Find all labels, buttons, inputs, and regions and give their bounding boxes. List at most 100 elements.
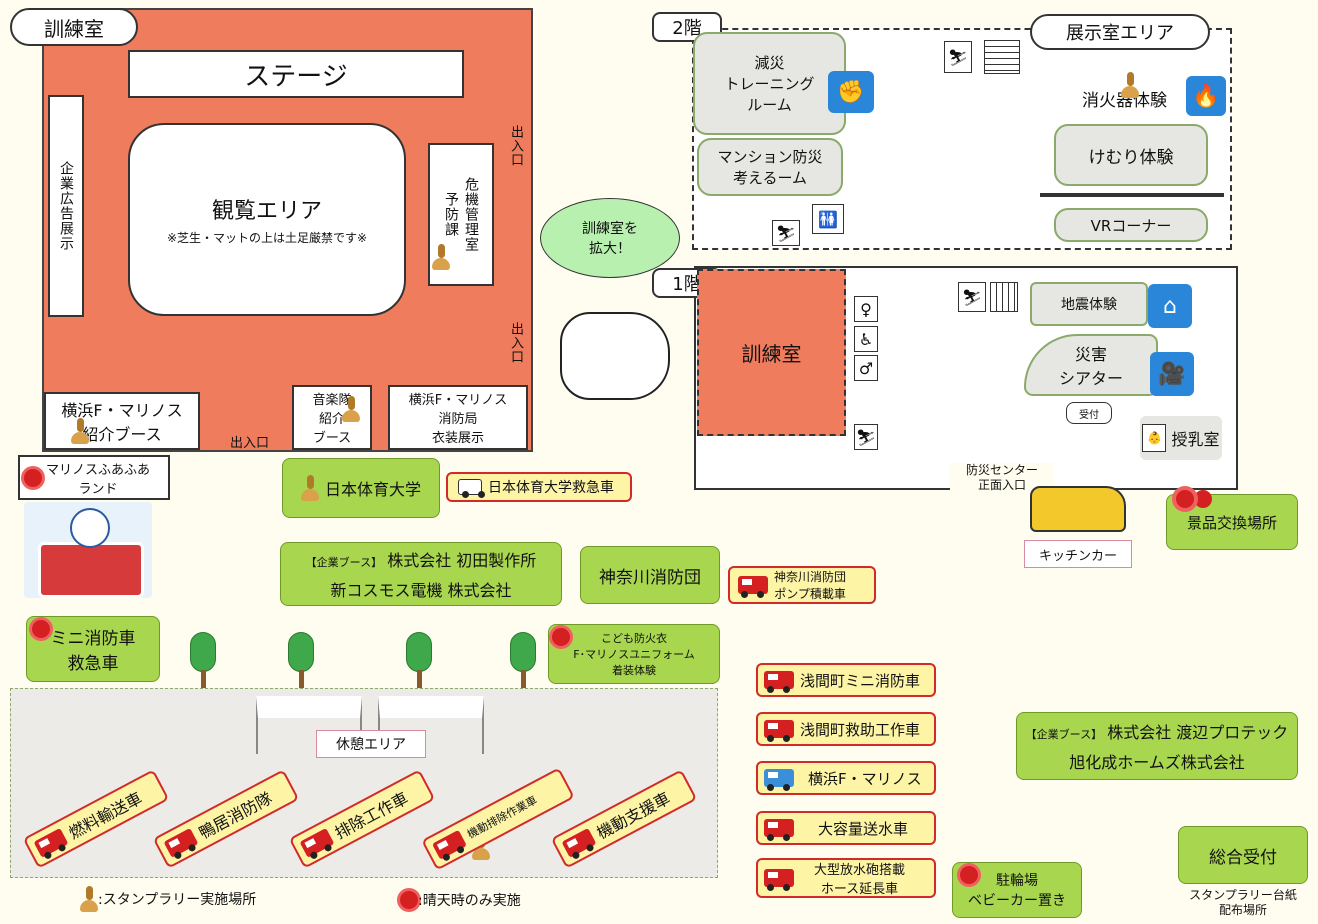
stamp-icon (1121, 72, 1140, 98)
fire-truck-icon (764, 671, 794, 693)
training-room-label: 訓練室 (10, 8, 138, 46)
stamp-icon (432, 244, 450, 270)
corp-booth-2: 【企業ブース】 株式会社 渡辺プロテック 旭化成ホームズ株式会社 (1016, 712, 1298, 780)
viewing-area: 観覧エリア ※芝生・マットの上は土足厳禁です※ (128, 123, 406, 316)
vehicle-label: 横浜F・マリノス (808, 769, 922, 788)
stairway (990, 282, 1018, 312)
fire-truck-icon (764, 720, 794, 742)
sunny-only-icon (400, 891, 418, 909)
fire-truck-icon (33, 827, 69, 858)
kitchen-car-illustration (1030, 486, 1126, 532)
sunny-only-icon (960, 866, 978, 884)
tree-icon (406, 632, 432, 688)
legend-stamp: :スタンプラリー実施場所 (80, 886, 256, 912)
corp-booth-tag: 【企業ブース】 (1025, 728, 1103, 741)
female-toilet-icon: ♀ (854, 296, 878, 322)
floor1-training-room: 訓練室 (697, 269, 846, 436)
mini-fire-truck: ミニ消防車 救急車 (26, 616, 160, 682)
crisis-room-label: 危機管理室 予防課 (443, 177, 479, 252)
legend-sunny: :晴天時のみ実施 (400, 890, 521, 910)
kanagawa-pump-truck: 神奈川消防団 ポンプ積載車 (728, 566, 876, 604)
band-booth: 音楽隊 紹介 ブース (292, 385, 372, 450)
kids-costume-experience: こども防火衣 F･マリノスユニフォーム 着装体験 (548, 624, 720, 684)
stamp-icon (342, 396, 361, 422)
vehicle-list-item: 浅間町ミニ消防車 (756, 663, 936, 697)
legend-stamp-label: :スタンプラリー実施場所 (98, 892, 257, 908)
stairs-icon: ⛷ (772, 220, 800, 246)
nittai-ambulance-label: 日本体育大学救急車 (488, 480, 614, 496)
toilet-icon: 🚻 (812, 204, 844, 234)
kanagawa-fire-brigade: 神奈川消防団 (580, 546, 720, 604)
stamp-sheet-place: スタンプラリー台紙 配布場所 (1189, 888, 1297, 917)
sunny-only-icon (32, 620, 50, 638)
viewing-area-note: ※芝生・マットの上は土足厳禁です※ (166, 231, 368, 245)
bus-icon (764, 769, 794, 791)
stairs-icon: ⛷ (958, 282, 986, 312)
exit-label: 出入口 (508, 322, 523, 364)
fire-truck-icon (163, 827, 199, 858)
stairs-icon: ⛷ (944, 41, 972, 73)
fire-icon: 🔥 (1186, 76, 1226, 116)
nursing-room-label: 授乳室 (1171, 430, 1220, 449)
disaster-training-room: 減災 トレーニング ルーム (693, 32, 846, 135)
ambulance-icon (458, 479, 482, 498)
extinguisher-label: 消火器体験 (1082, 91, 1167, 111)
fire-truck-icon (561, 827, 597, 858)
corp3-label: 株式会社 渡辺プロテック (1107, 723, 1289, 742)
viewing-area-title: 観覧エリア (211, 199, 322, 224)
sunny-only-icon (24, 468, 42, 487)
stamp-icon (80, 886, 98, 912)
fuafua-label: マリノスふあふあ ランド (46, 462, 151, 497)
corp1-label: 株式会社 初田製作所 (387, 551, 537, 570)
disaster-theater: 災害 シアター (1024, 334, 1158, 396)
rest-area-zone (10, 688, 718, 878)
nittai-booth: 日本体育大学 (282, 458, 440, 518)
exit-label: 出入口 (508, 125, 523, 167)
fire-truck-icon (738, 576, 768, 598)
corp4-label: 旭化成ホームズ株式会社 (1069, 753, 1245, 772)
fire-truck-icon (299, 827, 335, 858)
nursing-room: 👶 授乳室 (1140, 416, 1222, 460)
marinos-intro-booth: 横浜F・マリノス 紹介ブース (44, 392, 200, 450)
corp2-label: 新コスモス電機 株式会社 (330, 581, 512, 600)
fire-truck-icon (764, 819, 794, 841)
vehicle-label: 浅間町ミニ消防車 (800, 671, 921, 690)
kanagawa-truck-label: 神奈川消防団 ポンプ積載車 (774, 570, 847, 601)
reception-desk: 受付 (1066, 402, 1112, 424)
tent-icon (256, 696, 362, 754)
costume-exhibit: 横浜F・マリノス 消防局 衣装展示 (388, 385, 528, 450)
mansion-room: マンション防災 考えるーム (697, 138, 843, 196)
nittai-label: 日本体育大学 (324, 480, 421, 499)
zoom-callout: 訓練室を 拡大！ (540, 198, 680, 278)
vehicle-list-item: 浅間町救助工作車 (756, 712, 936, 746)
vehicle-label: 浅間町救助工作車 (800, 720, 921, 739)
divider-line (1040, 193, 1224, 197)
fire-truck-icon (431, 829, 467, 860)
vehicle-list-item: 横浜F・マリノス (756, 761, 936, 795)
vr-corner: VRコーナー (1054, 208, 1208, 242)
earthquake-experience: 地震体験 (1030, 282, 1148, 326)
vehicle-list-item: 大型放水砲搭載 ホース延長車 (756, 858, 936, 898)
sunny-only-icon (552, 628, 570, 646)
vehicle-label: 大容量送水車 (818, 819, 909, 838)
stairway (984, 40, 1020, 74)
male-toilet-icon: ♂ (854, 355, 878, 381)
stamp-icon (71, 418, 90, 444)
corp-ad-exhibit: 企業広告展示 (48, 95, 84, 317)
wheelchair-icon: ♿ (854, 326, 878, 352)
tent-icon (378, 696, 484, 754)
nursing-icon: 👶 (1142, 424, 1167, 452)
stairs-icon: ⛷ (854, 424, 878, 450)
sunny-only-icon (1176, 490, 1194, 508)
exhibit-area-label: 展示室エリア (1030, 14, 1210, 50)
main-reception: 総合受付 (1178, 826, 1308, 884)
exit-label: 出入口 (230, 436, 270, 451)
fuafua-land: マリノスふあふあ ランド (18, 455, 170, 500)
kitchen-car-label: キッチンカー (1024, 540, 1132, 568)
bouncy-house-illustration (24, 502, 152, 598)
fist-icon: ✊ (828, 71, 874, 113)
nittai-ambulance: 日本体育大学救急車 (446, 472, 632, 502)
smoke-experience: けむり体験 (1054, 124, 1208, 186)
tree-icon (190, 632, 216, 688)
legend-sunny-label: :晴天時のみ実施 (418, 893, 521, 909)
